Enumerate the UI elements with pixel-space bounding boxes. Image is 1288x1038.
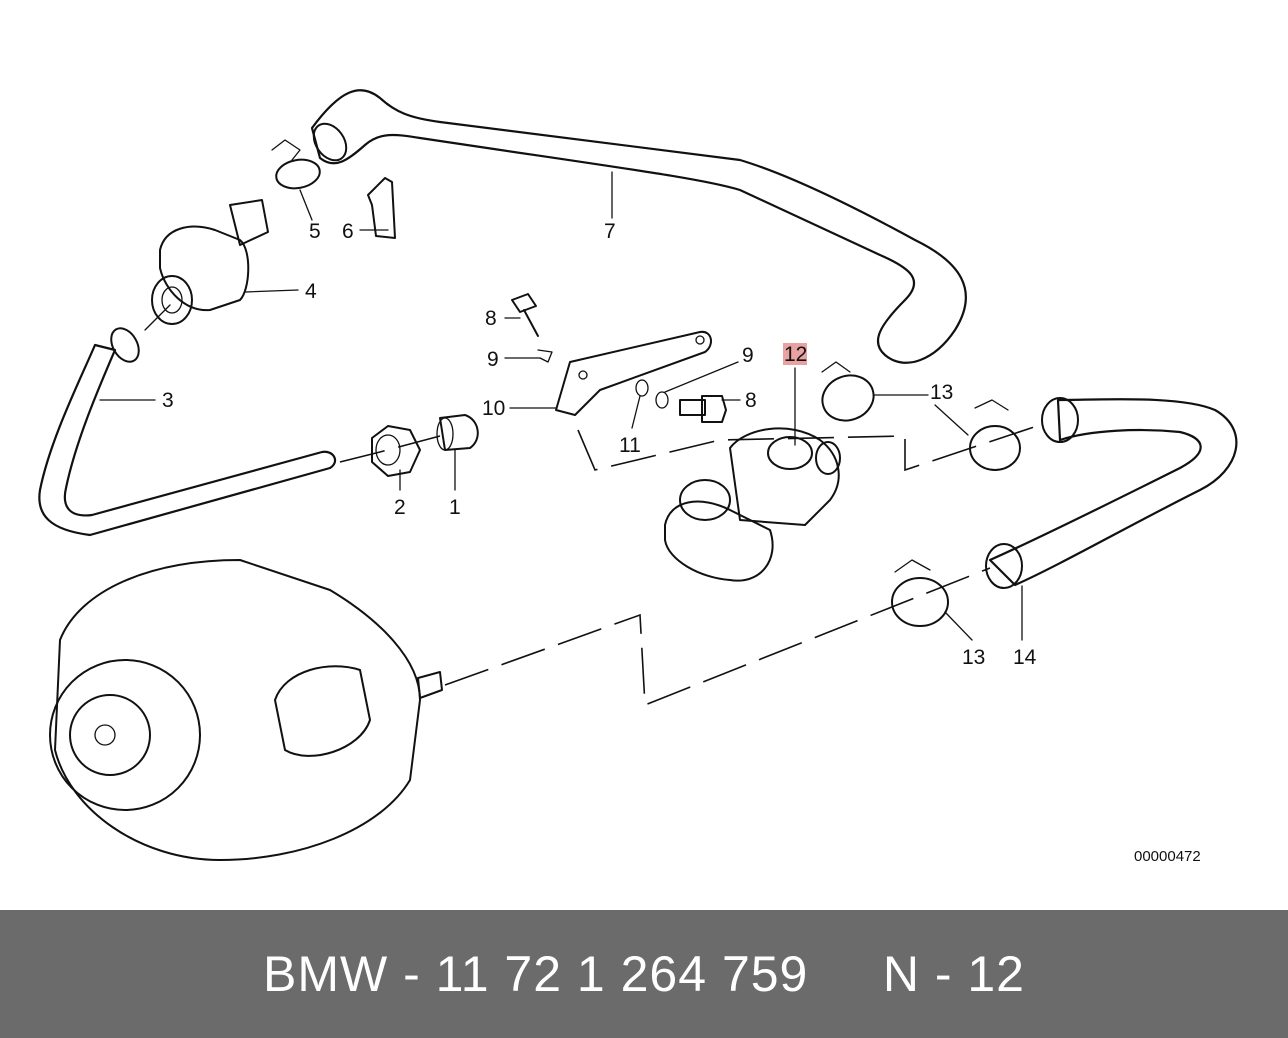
washer-11 [635,379,649,397]
part-label-12-highlight [783,343,807,365]
part-label-2: 2 [394,496,406,519]
sleeve-1-end [436,417,454,451]
part-label-4: 4 [305,280,317,303]
valve-12-outlet [815,441,841,475]
part-label-9b: 9 [742,344,754,367]
part-label-12: 12 [784,343,807,366]
clamp-13-upper [821,374,875,422]
leader-4 [244,289,299,293]
clamp-13-upper-tab [821,361,851,373]
valve-4-nut [151,275,193,325]
screw-8-shank [523,309,539,337]
leader-5 [299,189,313,221]
valve-12-top [729,427,840,526]
valve-4-nozzle [229,199,269,246]
clamp-5-tab [271,139,301,161]
diagram-reference-number: 00000472 [1134,848,1201,865]
part-label-13a: 13 [930,381,953,404]
sleeve-1 [439,414,479,451]
nut-2-bore [375,434,401,466]
part-label-13b: 13 [962,646,985,669]
washer-9 [655,391,669,409]
screw-8-head [511,293,537,313]
dash-valve-line [577,424,1041,472]
part-label-11: 11 [619,434,641,457]
bracket-10-hole [578,370,588,380]
clamp-5 [275,158,321,190]
part-label-8b: 8 [745,389,757,412]
dash-nut-line [339,435,441,463]
pump-hub [69,694,151,776]
leader-13b [944,611,973,641]
leader-9b [664,361,739,393]
part-label-3: 3 [162,389,174,412]
valve-4-bore [161,286,183,314]
pump-cover [274,665,371,757]
pipe-3-leader [144,304,171,331]
part-label-10: 10 [482,397,505,420]
dash-pump-line [444,567,991,707]
hose-14 [988,398,1238,587]
parts-diagram: 1 2 3 4 5 6 7 8 8 9 9 10 11 12 13 13 14 … [38,89,1238,865]
hose-14-upper-end [1041,397,1079,443]
bracket-10-hole-2 [695,335,705,345]
valve-12-inlet [679,479,731,521]
footer-bar: BMW - 11 72 1 264 759 N - 12 [0,910,1288,1038]
part-label-7: 7 [604,220,616,243]
valve-12-body [664,500,774,582]
hose-7-end [312,122,348,162]
valve-12-port [767,436,813,470]
part-label-6: 6 [342,220,354,243]
part-label-9a: 9 [487,348,499,371]
pipe-3 [38,343,337,537]
clamp-13-mid [969,425,1021,471]
hose-7 [310,89,967,364]
pump-nozzle [417,671,443,699]
parts-diagram-svg: 1 2 3 4 5 6 7 8 8 9 9 10 11 12 13 13 14 … [38,89,1238,865]
part-label-5: 5 [309,220,321,243]
pump-shaft [94,724,116,746]
part-label-8a: 8 [485,307,497,330]
bracket-10 [555,330,712,416]
pipe-3-end [110,327,140,363]
pump-housing [54,559,421,861]
clip-9 [537,349,553,363]
screw-8b-shank [679,399,706,416]
part-number-caption: BMW - 11 72 1 264 759 N - 12 [263,946,1025,1002]
valve-4-body [159,225,250,312]
part-label-14: 14 [1013,646,1037,669]
part-label-1: 1 [449,496,461,519]
nut-2 [371,425,421,477]
leader-11 [631,395,641,429]
hose-14-lower-end [985,543,1023,589]
pump-fan [49,659,201,811]
leader-13-mid [934,404,969,436]
clamp-13-lower [891,577,949,627]
clamp-13-lower-tab [894,559,931,573]
bracket-6 [367,177,396,239]
screw-8b-head [701,395,727,423]
clamp-13-mid-tab [974,399,1009,411]
